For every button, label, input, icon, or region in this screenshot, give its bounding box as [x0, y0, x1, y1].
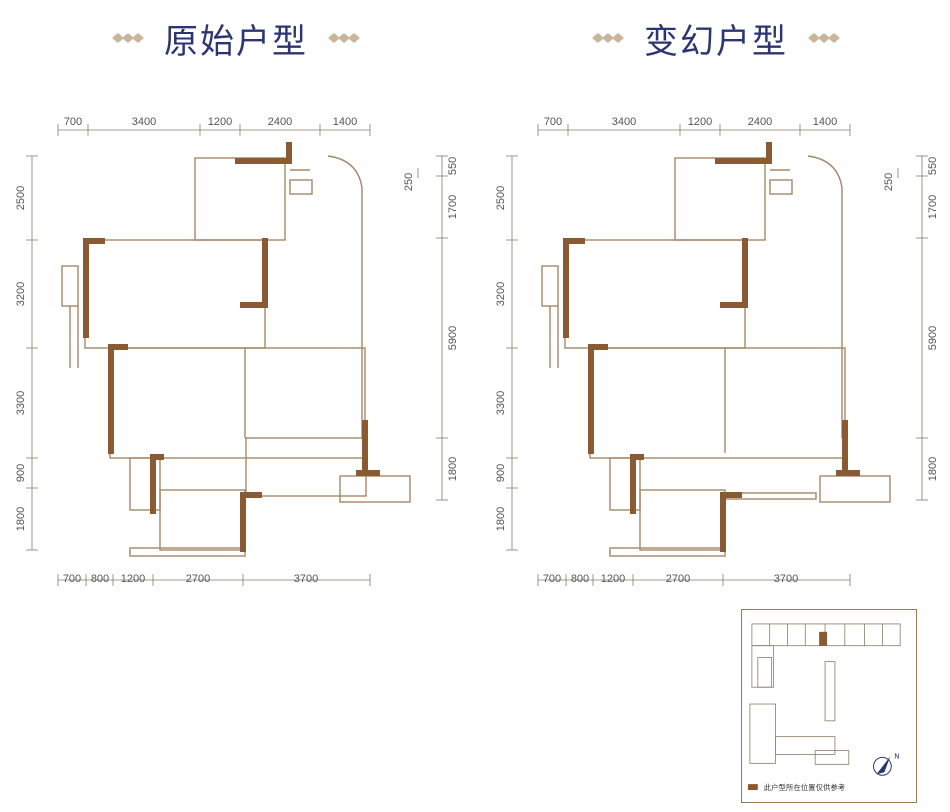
dim-left-5: 1800 — [15, 507, 27, 531]
dim-top-5: 1400 — [333, 116, 357, 128]
dim-right-2: 1700 — [927, 195, 939, 219]
site-location-map: N 此户型所在位置仅供参考 — [741, 609, 917, 803]
dim-left-4: 900 — [495, 464, 507, 482]
dim-left-2: 3200 — [15, 282, 27, 306]
dim-top-2: 3400 — [132, 116, 156, 128]
unit-location-marker — [819, 631, 828, 646]
dim-top-1: 700 — [64, 116, 82, 128]
dim-right-3: 5900 — [927, 326, 939, 350]
plan-title-text: 原始户型 — [164, 21, 308, 62]
legend-swatch — [747, 784, 758, 791]
plan-title-modified: 变幻户型 — [590, 14, 842, 62]
site-buildings — [749, 623, 901, 765]
dim-bottom-2: 800 — [91, 573, 109, 585]
dim-bottom-3: 1200 — [601, 573, 625, 585]
dim-top-2: 3400 — [612, 116, 636, 128]
dim-right-1: 550 — [927, 157, 939, 175]
dim-top-4: 2400 — [748, 116, 772, 128]
dim-top-4: 2400 — [268, 116, 292, 128]
wall-layout — [61, 155, 411, 557]
thick-walls — [83, 142, 380, 552]
dim-right-4: 1800 — [927, 457, 939, 481]
dim-right-3: 5900 — [447, 326, 459, 350]
dim-left-4: 900 — [15, 464, 27, 482]
dimension-lines — [506, 124, 928, 586]
dim-right-inner: 250 — [403, 173, 415, 191]
dim-left-2: 3200 — [495, 282, 507, 306]
floor-plan-original: 700 3400 1200 2400 1400 700 800 1200 270… — [10, 108, 470, 608]
north-label: N — [894, 752, 899, 760]
dim-left-3: 3300 — [495, 391, 507, 415]
dim-left-3: 3300 — [15, 391, 27, 415]
ornament-right-icon — [328, 33, 360, 43]
plan-title-original: 原始户型 — [110, 14, 362, 62]
dim-left-1: 2500 — [15, 186, 27, 210]
dim-bottom-5: 3700 — [294, 573, 318, 585]
dim-top-1: 700 — [544, 116, 562, 128]
dim-bottom-5: 3700 — [774, 573, 798, 585]
legend-text: 此户型所在位置仅供参考 — [764, 782, 845, 792]
dim-top-3: 1200 — [688, 116, 712, 128]
floor-plan-modified: 700 3400 1200 2400 1400 700 800 1200 270… — [490, 108, 950, 608]
ornament-right-icon — [808, 33, 840, 43]
dimension-lines — [26, 124, 448, 586]
dim-left-1: 2500 — [495, 186, 507, 210]
dim-bottom-1: 700 — [63, 573, 81, 585]
dim-bottom-3: 1200 — [121, 573, 145, 585]
dim-top-5: 1400 — [813, 116, 837, 128]
north-arrow-icon: N — [872, 752, 899, 776]
ornament-left-icon — [112, 33, 144, 43]
dim-bottom-2: 800 — [571, 573, 589, 585]
wall-layout — [541, 155, 891, 557]
thick-walls — [563, 142, 860, 552]
ornament-left-icon — [592, 33, 624, 43]
dim-bottom-4: 2700 — [186, 573, 210, 585]
dim-right-1: 550 — [447, 157, 459, 175]
dim-bottom-4: 2700 — [666, 573, 690, 585]
dim-right-4: 1800 — [447, 457, 459, 481]
dim-top-3: 1200 — [208, 116, 232, 128]
dim-left-5: 1800 — [495, 507, 507, 531]
dim-right-inner: 250 — [883, 173, 895, 191]
dim-bottom-1: 700 — [543, 573, 561, 585]
dim-right-2: 1700 — [447, 195, 459, 219]
plan-title-text: 变幻户型 — [644, 21, 788, 62]
